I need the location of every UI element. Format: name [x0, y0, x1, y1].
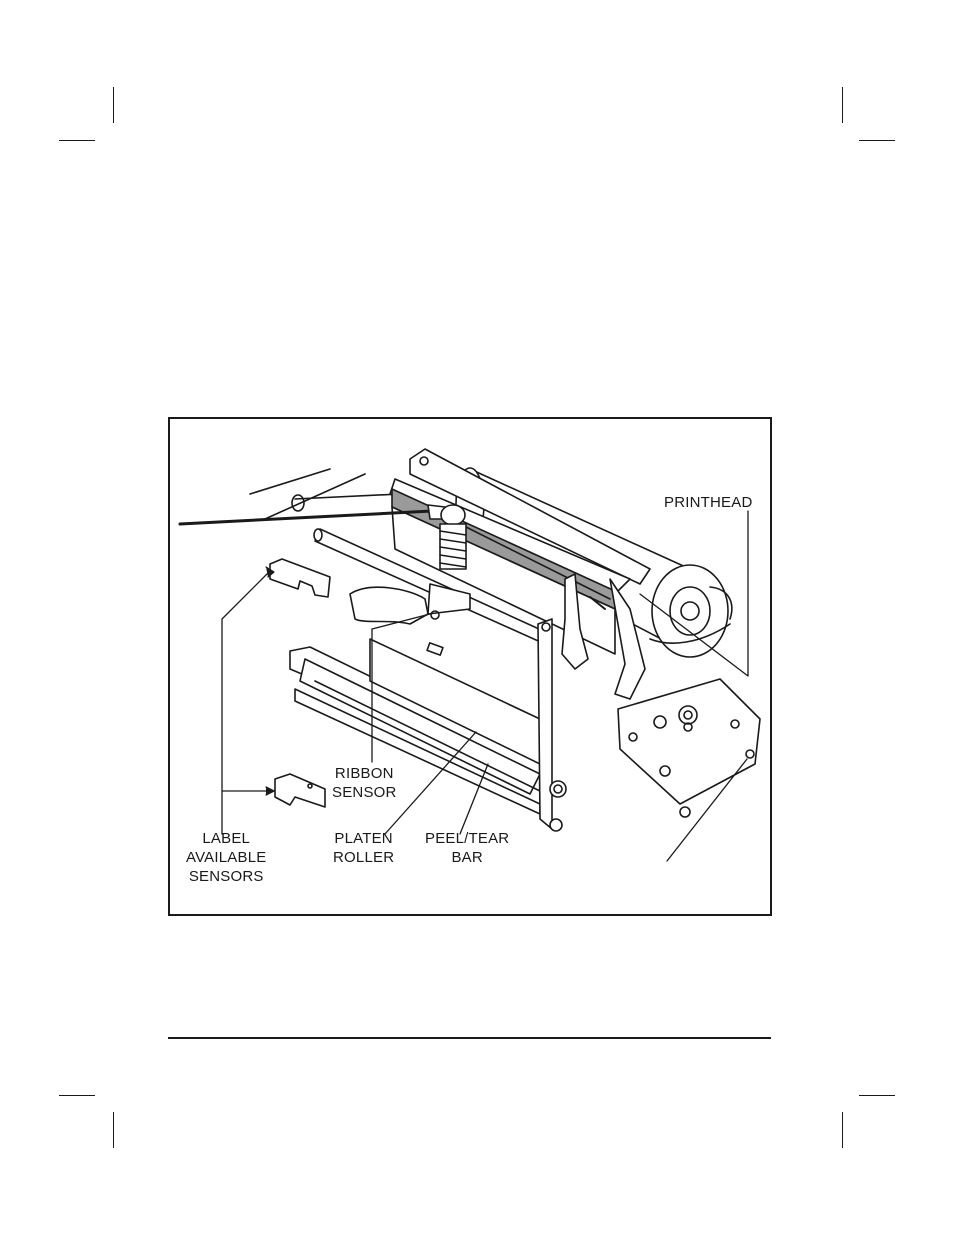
footer-rule	[168, 1037, 771, 1039]
crop-mark-bottom-left-vertical	[113, 1112, 114, 1148]
crop-mark-top-left-vertical	[113, 87, 114, 123]
crop-mark-bottom-right-horizontal	[859, 1095, 895, 1096]
crop-mark-bottom-right-vertical	[842, 1112, 843, 1148]
crop-mark-top-right-horizontal	[859, 140, 895, 141]
callout-peel-tear-bar: PEEL/TEAR BAR	[425, 829, 509, 867]
rear-spindle	[250, 469, 400, 519]
label-available-sensor-lower	[275, 774, 325, 807]
crop-mark-bottom-left-horizontal	[59, 1095, 95, 1096]
callout-platen-roller: PLATEN ROLLER	[333, 829, 394, 867]
right-side-plate	[618, 679, 760, 817]
ribbon-sensor-bracket	[350, 584, 470, 624]
platen-frame	[290, 639, 550, 814]
callout-label-available-sensors: LABEL AVAILABLE SENSORS	[186, 829, 266, 886]
label-available-sensor-upper	[270, 559, 330, 597]
printer-mechanism-figure: PRINTHEAD RIBBON SENSOR LABEL AVAILABLE …	[168, 417, 772, 916]
printhead-assembly	[390, 449, 650, 654]
callout-ribbon-sensor: RIBBON SENSOR	[332, 764, 397, 802]
pressure-spring	[440, 524, 466, 569]
crop-mark-top-right-vertical	[842, 87, 843, 123]
crop-mark-top-left-horizontal	[59, 140, 95, 141]
callout-printhead: PRINTHEAD	[664, 493, 752, 512]
